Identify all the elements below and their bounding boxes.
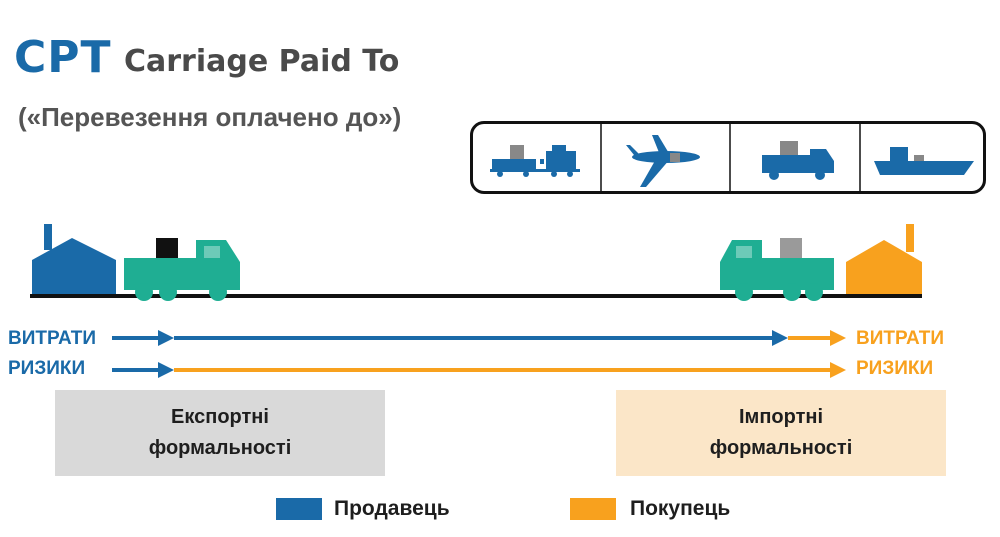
buyer-truck-icon (720, 238, 834, 301)
road-line (30, 294, 922, 298)
risks-arrows (112, 362, 846, 378)
export-formalities-label: Експортні формальності (148, 406, 292, 459)
legend-buyer-swatch (570, 498, 616, 520)
costs-label-seller: ВИТРАТИ (8, 328, 97, 349)
risks-label-buyer: РИЗИКИ (856, 358, 934, 379)
costs-arrows (112, 330, 846, 346)
legend-seller-swatch (276, 498, 322, 520)
legend-seller-label: Продавець (334, 497, 450, 520)
title-full-name: Carriage Paid To (124, 44, 400, 79)
buyer-warehouse-icon (846, 224, 922, 294)
seller-warehouse-icon (32, 224, 116, 294)
costs-label-buyer: ВИТРАТИ (856, 328, 945, 349)
import-formalities-label: Імпортні формальності (709, 406, 853, 459)
arrows-area (112, 330, 846, 378)
import-formalities-box: Імпортні формальності (616, 390, 946, 476)
ship-icon (874, 147, 974, 175)
seller-truck-icon (124, 238, 240, 301)
subtitle: («Перевезення оплачено до») (18, 102, 402, 132)
legend-buyer-label: Покупець (630, 497, 731, 520)
road-scene (30, 224, 922, 301)
airplane-icon (626, 135, 700, 187)
transport-modes-box (470, 121, 986, 194)
transport-modes-icons (490, 123, 974, 192)
export-formalities-box: Експортні формальності (55, 390, 385, 476)
risks-label-seller: РИЗИКИ (8, 358, 86, 379)
rail-icon (490, 145, 580, 177)
truck-icon (762, 141, 834, 180)
title-abbreviation: CPT (14, 32, 112, 83)
